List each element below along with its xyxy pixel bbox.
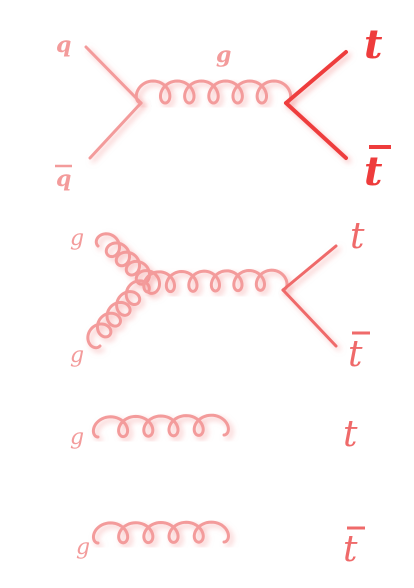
incoming-gluon-1 — [91, 413, 230, 439]
incoming-gluon-2 — [86, 279, 151, 350]
antiquark-label: q — [56, 166, 71, 192]
quark-line — [84, 45, 143, 105]
incoming-gluon-1 — [94, 232, 162, 295]
antiquark-line — [88, 101, 143, 160]
top-label: t — [364, 21, 383, 68]
diagram-gg-s-channel: g g t t — [70, 216, 370, 375]
top-line — [284, 50, 348, 105]
gluon-1-label: g — [70, 226, 84, 251]
gluon-2-label: g — [76, 535, 90, 560]
quark-label: q — [56, 32, 71, 58]
gluon-label: g — [216, 42, 231, 68]
top-label: t — [343, 414, 358, 455]
gluon-1-label: g — [70, 425, 84, 450]
antitop-label: t — [343, 529, 358, 570]
gluon-propagator — [142, 268, 289, 294]
antitop-label: t — [364, 148, 383, 195]
diagram-gg-t-channel: g g t t — [70, 413, 365, 570]
top-line — [281, 244, 338, 292]
antitop-line — [284, 101, 348, 160]
diagram-qqbar-annihilation: q q g t t — [55, 21, 391, 195]
antitop-label: t — [348, 334, 363, 375]
gluon-2-label: g — [70, 343, 84, 368]
antitop-line — [281, 288, 338, 348]
gluon-propagator — [134, 79, 293, 105]
top-label: t — [350, 216, 365, 257]
incoming-gluon-2 — [91, 520, 230, 545]
